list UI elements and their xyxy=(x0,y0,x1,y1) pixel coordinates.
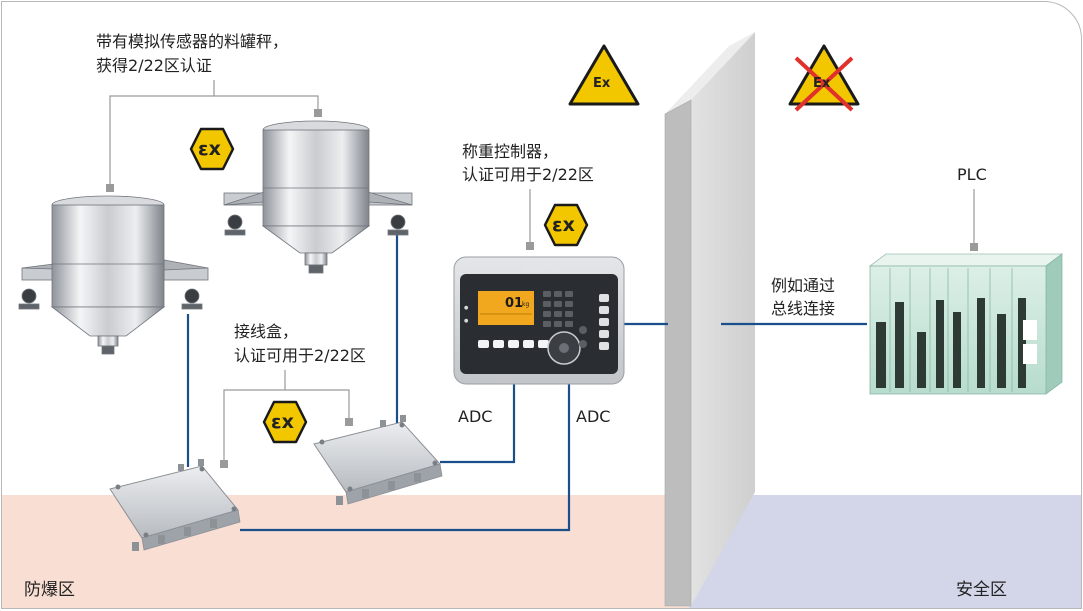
hazardous-zone-label: 防爆区 xyxy=(24,580,75,600)
weighing-controller: ● ● xyxy=(453,256,625,385)
junction-box-left xyxy=(109,459,241,551)
controller-display-value: 01 xyxy=(505,296,524,311)
ex-warning-triangle-left xyxy=(568,44,640,106)
callout-lines xyxy=(109,80,975,464)
partition-wall xyxy=(664,32,755,607)
ex-badge-junction xyxy=(262,400,308,444)
controller-brand: Minebea intec xyxy=(522,268,565,275)
hopper-scale-right xyxy=(223,120,413,274)
safe-zone xyxy=(689,495,1081,608)
junction-box-label-line2: 认证可用于2/22区 xyxy=(234,346,366,365)
adc-label-right: ADC xyxy=(576,407,611,426)
hopper-scales-label-line1: 带有模拟传感器的料罐秤， xyxy=(96,32,289,51)
ex-badge-text-junction: εx xyxy=(271,411,294,433)
ex-badge-hopper xyxy=(189,127,235,171)
junction-box-label-line1: 接线盒， xyxy=(234,322,299,341)
callout-dots xyxy=(106,109,978,468)
hopper-scale-left xyxy=(18,195,209,355)
controller-display-unit: kg xyxy=(522,301,530,308)
svg-text:●: ● xyxy=(464,318,469,324)
ex-badge-text-controller: εx xyxy=(552,214,575,236)
controller-label-line1: 称重控制器， xyxy=(462,142,559,161)
ex-triangle-text-left: Ex xyxy=(593,76,611,91)
controller-label-line2: 认证可用于2/22区 xyxy=(462,165,594,184)
hopper-scales-label-line2: 获得2/22区认证 xyxy=(96,56,212,75)
bus-label-line1: 例如通过 xyxy=(771,276,836,295)
ex-badge-controller xyxy=(543,203,589,247)
bus-label-line2: 总线连接 xyxy=(771,299,836,318)
ex-triangle-text-crossed: Ex xyxy=(813,76,831,91)
safe-zone-label: 安全区 xyxy=(956,580,1007,600)
adc-label-left: ADC xyxy=(458,407,493,426)
junction-box-right xyxy=(313,415,443,505)
ex-warning-triangle-crossed xyxy=(788,44,860,112)
blue-cables xyxy=(186,234,867,532)
svg-text:●: ● xyxy=(464,305,469,311)
hazardous-zone xyxy=(2,495,689,608)
ex-badge-text-hopper: εx xyxy=(198,138,221,160)
plc-label: PLC xyxy=(957,165,987,184)
plc-rack xyxy=(868,253,1064,395)
